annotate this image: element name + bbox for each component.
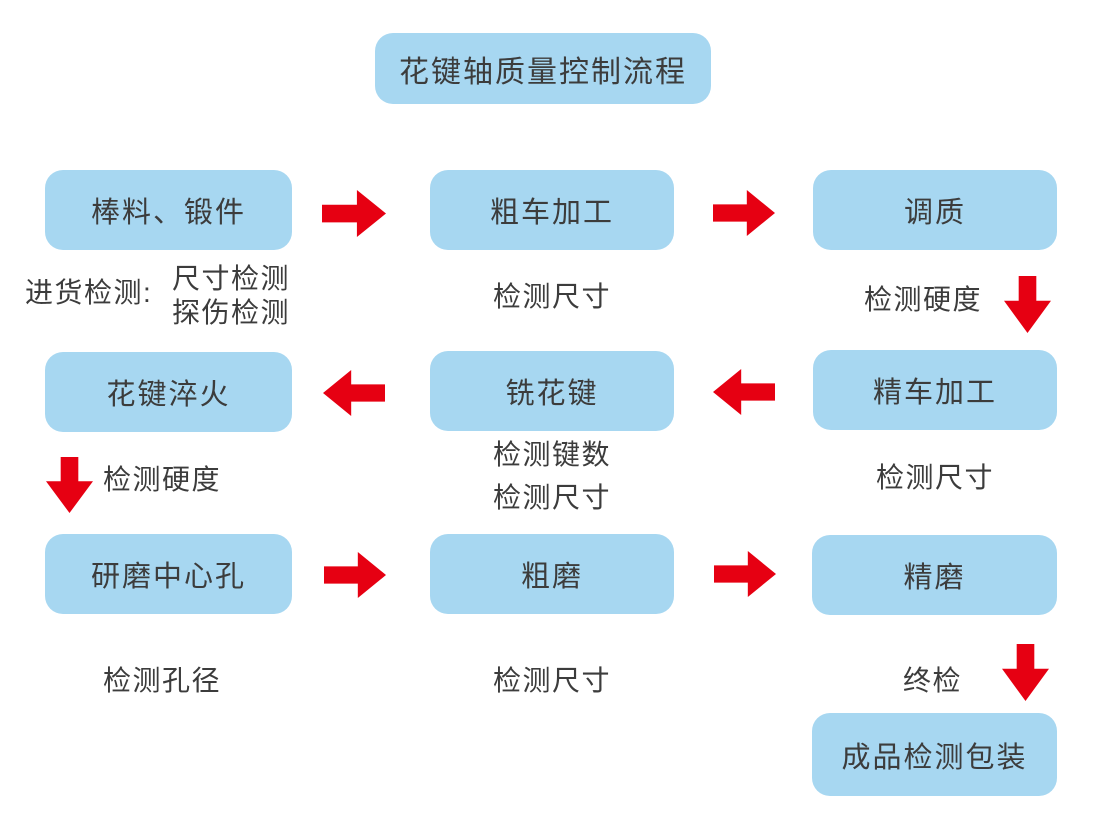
node-label: 精车加工	[872, 377, 997, 409]
node-quench-temper: 调质	[813, 170, 1057, 250]
node-label: 粗磨	[520, 561, 583, 593]
node-rough-grinding: 粗磨	[430, 534, 674, 614]
node-label: 棒料、锻件	[90, 197, 246, 229]
node-label: 粗车加工	[489, 197, 614, 229]
node-rough-turning: 粗车加工	[430, 170, 674, 250]
node-label: 调质	[903, 197, 966, 229]
arrow-down-icon	[1002, 644, 1049, 701]
inspection-note: 检测硬度	[864, 284, 983, 315]
node-finish-grinding: 精磨	[812, 535, 1057, 615]
inspection-note: 检测硬度	[103, 464, 222, 495]
node-spline-quenching: 花键淬火	[45, 352, 292, 432]
flowchart-title: 花键轴质量控制流程	[399, 55, 687, 89]
incoming-inspection-label: 进货检测:	[25, 277, 153, 308]
node-label: 成品检测包装	[841, 741, 1028, 774]
inspection-note: 探伤检测	[172, 297, 291, 328]
node-title: 花键轴质量控制流程	[375, 33, 711, 104]
node-spline-milling: 铣花键	[430, 351, 674, 431]
arrow-left-icon	[323, 370, 385, 416]
node-label: 研磨中心孔	[90, 561, 246, 593]
node-final-packaging: 成品检测包装	[812, 713, 1057, 796]
inspection-note: 检测键数	[492, 439, 611, 470]
arrow-down-icon	[46, 457, 93, 513]
arrow-right-icon	[713, 190, 775, 236]
inspection-note: 终检	[903, 665, 963, 696]
node-finish-turning: 精车加工	[813, 350, 1057, 430]
node-label: 花键淬火	[106, 379, 231, 411]
inspection-note-group: 检测键数 检测尺寸	[430, 433, 674, 519]
inspection-note: 检测尺寸	[875, 462, 994, 493]
arrow-right-icon	[714, 551, 776, 597]
arrow-down-icon	[1004, 276, 1051, 333]
arrow-right-icon	[324, 552, 386, 598]
inspection-note: 检测尺寸	[492, 281, 611, 312]
inspection-note: 检测孔径	[103, 665, 222, 696]
arrow-right-icon	[322, 190, 386, 237]
node-raw-material: 棒料、锻件	[45, 170, 292, 250]
node-label: 精磨	[903, 562, 966, 594]
node-label: 铣花键	[505, 378, 599, 410]
arrow-left-icon	[713, 369, 775, 415]
inspection-note: 尺寸检测	[172, 263, 291, 294]
node-grind-center-hole: 研磨中心孔	[45, 534, 292, 614]
incoming-inspection-items: 尺寸检测 探伤检测	[172, 262, 290, 330]
inspection-note: 检测尺寸	[492, 482, 611, 513]
inspection-note: 检测尺寸	[492, 665, 611, 696]
